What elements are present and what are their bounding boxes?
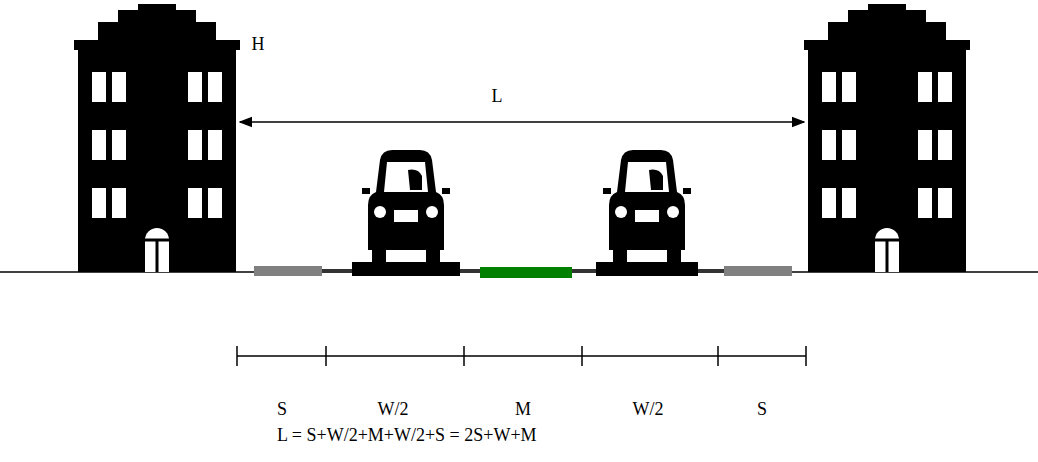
median — [480, 267, 572, 278]
building — [74, 4, 240, 272]
dimension-arrow — [240, 121, 804, 123]
sidewalk — [254, 266, 322, 276]
height-label: H — [252, 35, 265, 55]
dimension-label: W/2 — [378, 400, 409, 420]
car — [362, 150, 450, 262]
dimension-label: M — [515, 400, 531, 420]
lane — [596, 262, 698, 276]
sidewalk — [724, 266, 792, 276]
dimension-label: S — [277, 400, 287, 420]
building — [804, 4, 970, 272]
dimension-label: S — [757, 400, 767, 420]
dimension-scale — [237, 346, 806, 366]
formula: L = S+W/2+M+W/2+S = 2S+W+M — [277, 426, 537, 446]
dimension-label: W/2 — [633, 400, 664, 420]
lane — [352, 262, 460, 276]
car — [603, 150, 691, 262]
width-label: L — [492, 87, 503, 107]
